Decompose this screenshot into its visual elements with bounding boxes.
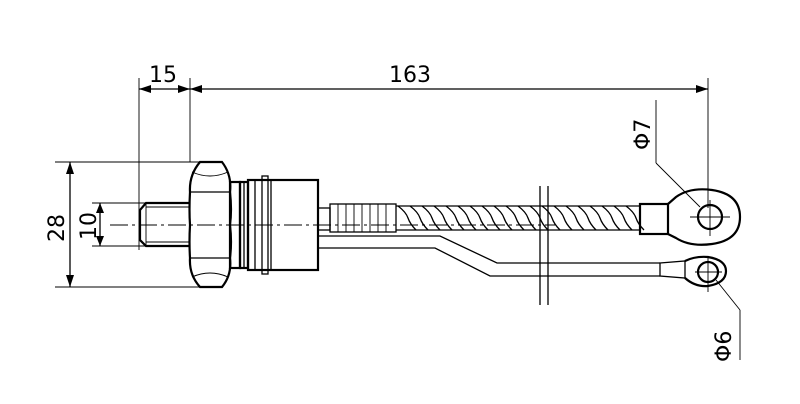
dim-label-10: 10 [77, 212, 102, 240]
braid-strand [493, 205, 513, 231]
braid-strand [541, 205, 561, 231]
threaded-stud [138, 201, 190, 248]
braid-strand [433, 205, 453, 231]
dimension-total-length: 163 [190, 63, 709, 208]
dimension-hex-width: 28 [45, 161, 215, 288]
break-mark [539, 186, 549, 305]
cable-braid [397, 205, 645, 231]
braid-strand [505, 205, 525, 231]
gate-wire [318, 235, 686, 279]
hex-nut [188, 160, 233, 289]
dim-label-phi7: Φ7 [631, 119, 656, 150]
braid-strand [553, 205, 573, 231]
braid-strand [469, 205, 489, 231]
braid-strand [589, 205, 609, 231]
braid-strand [421, 205, 441, 231]
gate-terminal-lug: Φ6 [684, 255, 741, 362]
braid-strand [577, 205, 597, 231]
dimension-thread-length: 15 [138, 63, 191, 250]
braid-strand [517, 205, 537, 231]
braid-strand [445, 205, 465, 231]
braid-strand [613, 205, 633, 231]
braid-strand [457, 205, 477, 231]
dim-label-163: 163 [389, 63, 431, 88]
dim-label-28: 28 [45, 214, 70, 242]
main-cable [317, 202, 670, 236]
dimension-thread-diameter: 10 [77, 202, 145, 247]
braid-strand [409, 205, 429, 231]
braid-strand [601, 205, 621, 231]
main-terminal-lug: Φ7 [631, 100, 742, 246]
dim-label-phi6: Φ6 [712, 331, 737, 362]
dim-label-15: 15 [149, 63, 177, 88]
braid-strand [481, 205, 501, 231]
braid-strand [397, 205, 417, 231]
braid-strand [565, 205, 585, 231]
